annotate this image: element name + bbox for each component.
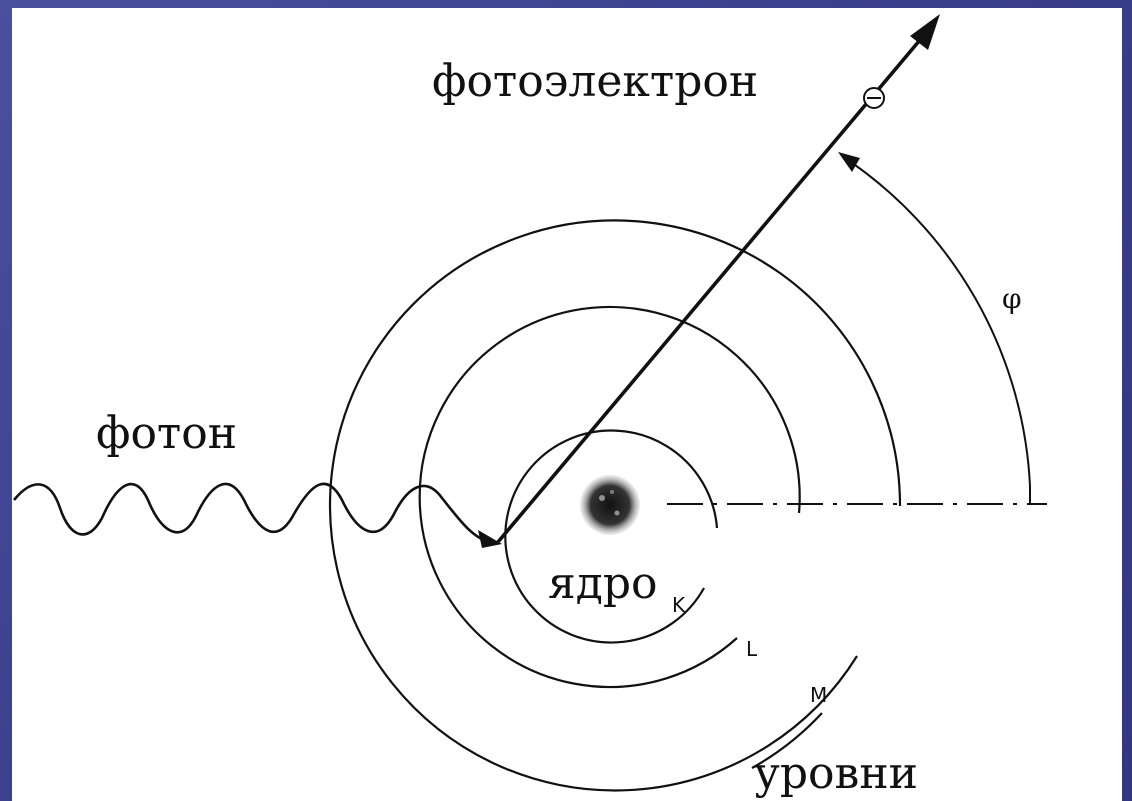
nucleus-label: ядро (548, 558, 658, 609)
photon-label: фотон (96, 408, 237, 459)
shell-k-orbit (505, 431, 717, 643)
photoelectron-label: фотоэлектрон (432, 56, 758, 107)
shell-m-label: M (810, 683, 827, 707)
levels-label: уровни (754, 748, 918, 799)
shell-l-label: L (746, 637, 758, 661)
nucleus-speckle (610, 490, 614, 494)
diagram-panel: фотоэлектрон фотон ядро K L M уровни φ (12, 8, 1122, 801)
angle-arc (842, 156, 1030, 486)
angle-phi-label: φ (1002, 282, 1022, 315)
shell-k-label: K (672, 593, 686, 617)
photon-wave (14, 484, 490, 542)
nucleus-speckle (599, 495, 605, 501)
angle-arc-arrowhead (838, 152, 860, 172)
nucleus-speckle (615, 511, 620, 516)
photoelectric-effect-diagram: фотоэлектрон фотон ядро K L M уровни φ (12, 8, 1122, 801)
nucleus (580, 475, 640, 535)
